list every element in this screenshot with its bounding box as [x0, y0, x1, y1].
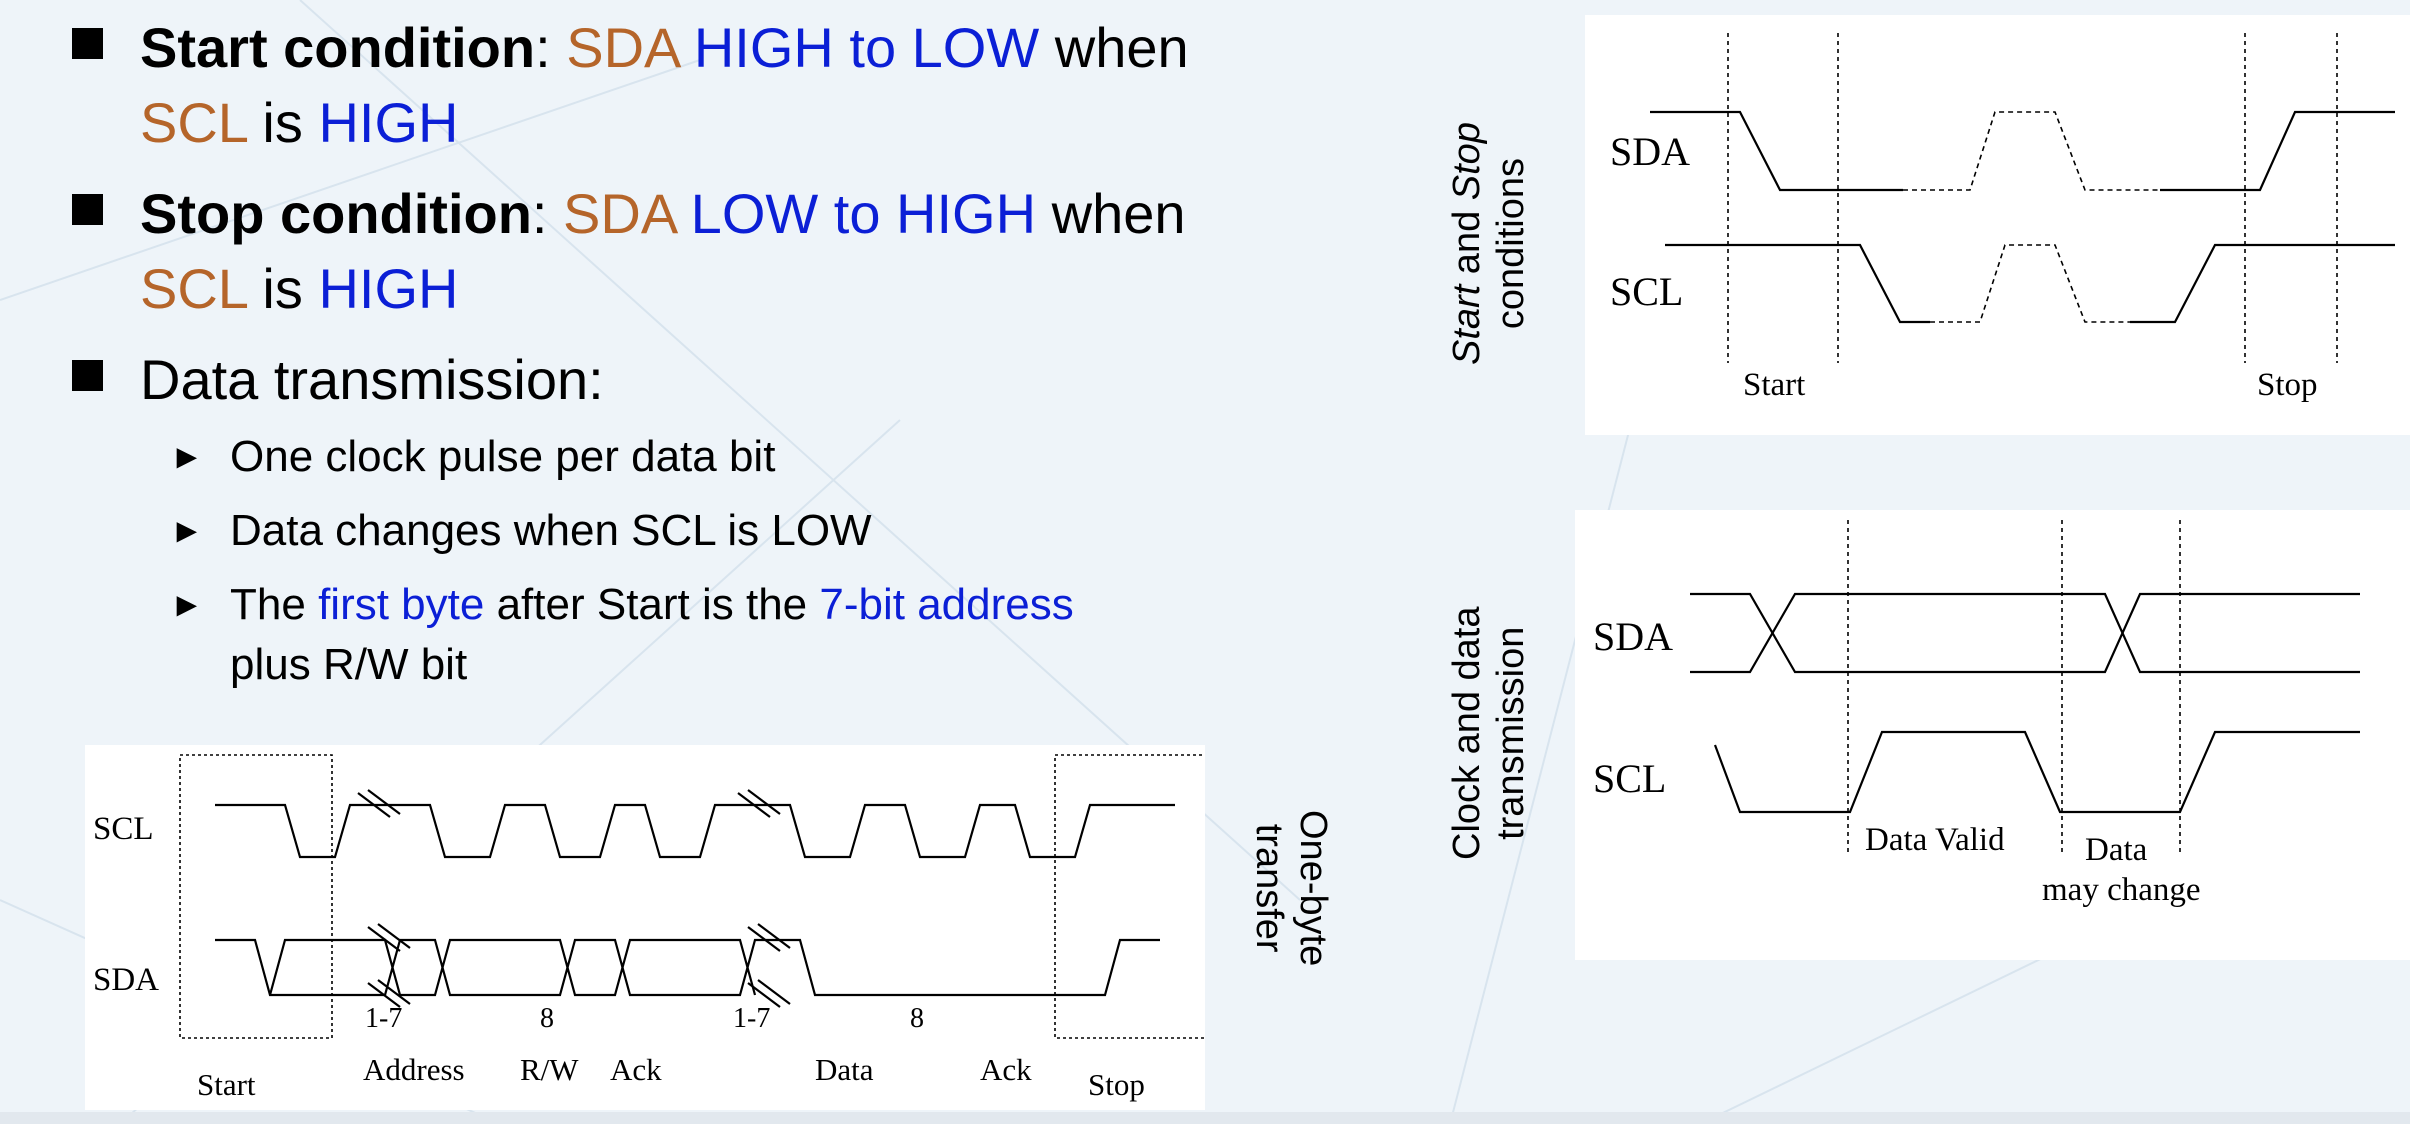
triangle-bullet-icon: ► [170, 438, 204, 476]
one-byte-transfer-side-label: One-byte transfer [1248, 810, 1334, 967]
scl-waveform-end [2130, 243, 2395, 324]
break-mark [377, 979, 411, 1005]
sda-waveform [1650, 110, 1903, 192]
data-transmission-heading: Data transmission: [140, 348, 604, 411]
break-mark [747, 789, 781, 815]
break-mark [367, 789, 401, 815]
ack-label-1: Ack [610, 1052, 662, 1087]
address-label: Address [363, 1052, 465, 1087]
start-label: Start [197, 1067, 256, 1102]
data-valid-label: Data Valid [1865, 822, 2005, 858]
scl-waveform [1665, 243, 1930, 324]
clock-data-svg: SDA SCL Data Valid Data may change [1593, 520, 2360, 908]
ack-label-2: Ack [980, 1052, 1032, 1087]
square-bullet-icon [72, 194, 103, 225]
sda-label: SDA [1610, 129, 1690, 174]
stop-label: Stop [1088, 1067, 1145, 1102]
sda-waveform-dashed [1903, 111, 2160, 191]
sda-label: SDA [93, 962, 159, 998]
bit-8-label: 8 [540, 1003, 554, 1034]
scl-label: SCL [1610, 269, 1683, 314]
start-stop-svg: SDA SCL Start Stop [1610, 33, 2395, 403]
bullet-data-transmission: Data transmission: [72, 342, 1342, 417]
start-region-box [179, 754, 333, 1039]
scl-label: SCL [1593, 756, 1666, 801]
data-transmission-sublist: ► One clock pulse per data bit ► Data ch… [170, 427, 1342, 695]
sda-waveform-low [215, 938, 1160, 997]
clock-data-side-label: Clock and data transmission [1446, 606, 1532, 861]
sub-bullet-first-byte: ► The first byte after Start is the 7-bi… [170, 575, 1342, 695]
bit-8-label-2: 8 [910, 1003, 924, 1034]
sda-waveform-high [268, 938, 757, 997]
bullet-list: Start condition: SDA HIGH to LOW when SC… [72, 10, 1342, 709]
square-bullet-icon [72, 28, 103, 59]
stop-region-box [1054, 754, 1205, 1039]
sub-bullet-clock-pulse: ► One clock pulse per data bit [170, 427, 1342, 487]
triangle-bullet-icon: ► [170, 512, 204, 550]
one-byte-transfer-svg: SCL SDA 1-7 8 1-7 8 Start Address R/W Ac… [93, 754, 1205, 1102]
bullet-stop-condition: Stop condition: SDA LOW to HIGH when SCL… [72, 176, 1342, 326]
break-mark [357, 792, 391, 818]
sda-waveform-high [1690, 592, 2360, 674]
triangle-bullet-icon: ► [170, 586, 204, 624]
break-mark [377, 923, 411, 949]
one-byte-transfer-diagram: SCL SDA 1-7 8 1-7 8 Start Address R/W Ac… [85, 745, 1205, 1110]
start-stop-conditions-diagram: SDA SCL Start Stop [1585, 15, 2410, 435]
sub-bullet-data-changes: ► Data changes when SCL is LOW [170, 501, 1342, 561]
break-mark [737, 792, 771, 818]
break-mark [367, 926, 401, 952]
bits-1-7-label-2: 1-7 [733, 1003, 770, 1034]
square-bullet-icon [72, 360, 103, 391]
stop-condition-text: Stop condition: SDA LOW to HIGH when SCL… [140, 182, 1186, 320]
scl-label: SCL [93, 811, 154, 847]
scl-waveform [1713, 730, 2360, 814]
rw-label: R/W [520, 1052, 579, 1087]
start-stop-side-label: Start and Stop conditions [1446, 122, 1532, 365]
scl-waveform-dashed [1930, 244, 2130, 323]
data-may-change-label-2: may change [2042, 872, 2201, 908]
break-mark [747, 982, 781, 1008]
stop-label: Stop [2257, 367, 2318, 403]
break-mark [757, 923, 791, 949]
bits-1-7-label: 1-7 [365, 1003, 402, 1034]
data-may-change-label-1: Data [2085, 832, 2148, 868]
break-mark [757, 979, 791, 1005]
sda-label: SDA [1593, 614, 1673, 659]
break-mark [747, 926, 781, 952]
start-label: Start [1743, 367, 1805, 403]
start-condition-text: Start condition: SDA HIGH to LOW when SC… [140, 16, 1189, 154]
clock-data-transmission-diagram: SDA SCL Data Valid Data may change [1575, 510, 2410, 960]
break-mark [367, 982, 401, 1008]
bullet-start-condition: Start condition: SDA HIGH to LOW when SC… [72, 10, 1342, 160]
sda-waveform-low [1690, 592, 2360, 674]
data-label: Data [815, 1052, 874, 1087]
scl-waveform [215, 803, 1175, 859]
sda-waveform-end [2160, 110, 2395, 192]
